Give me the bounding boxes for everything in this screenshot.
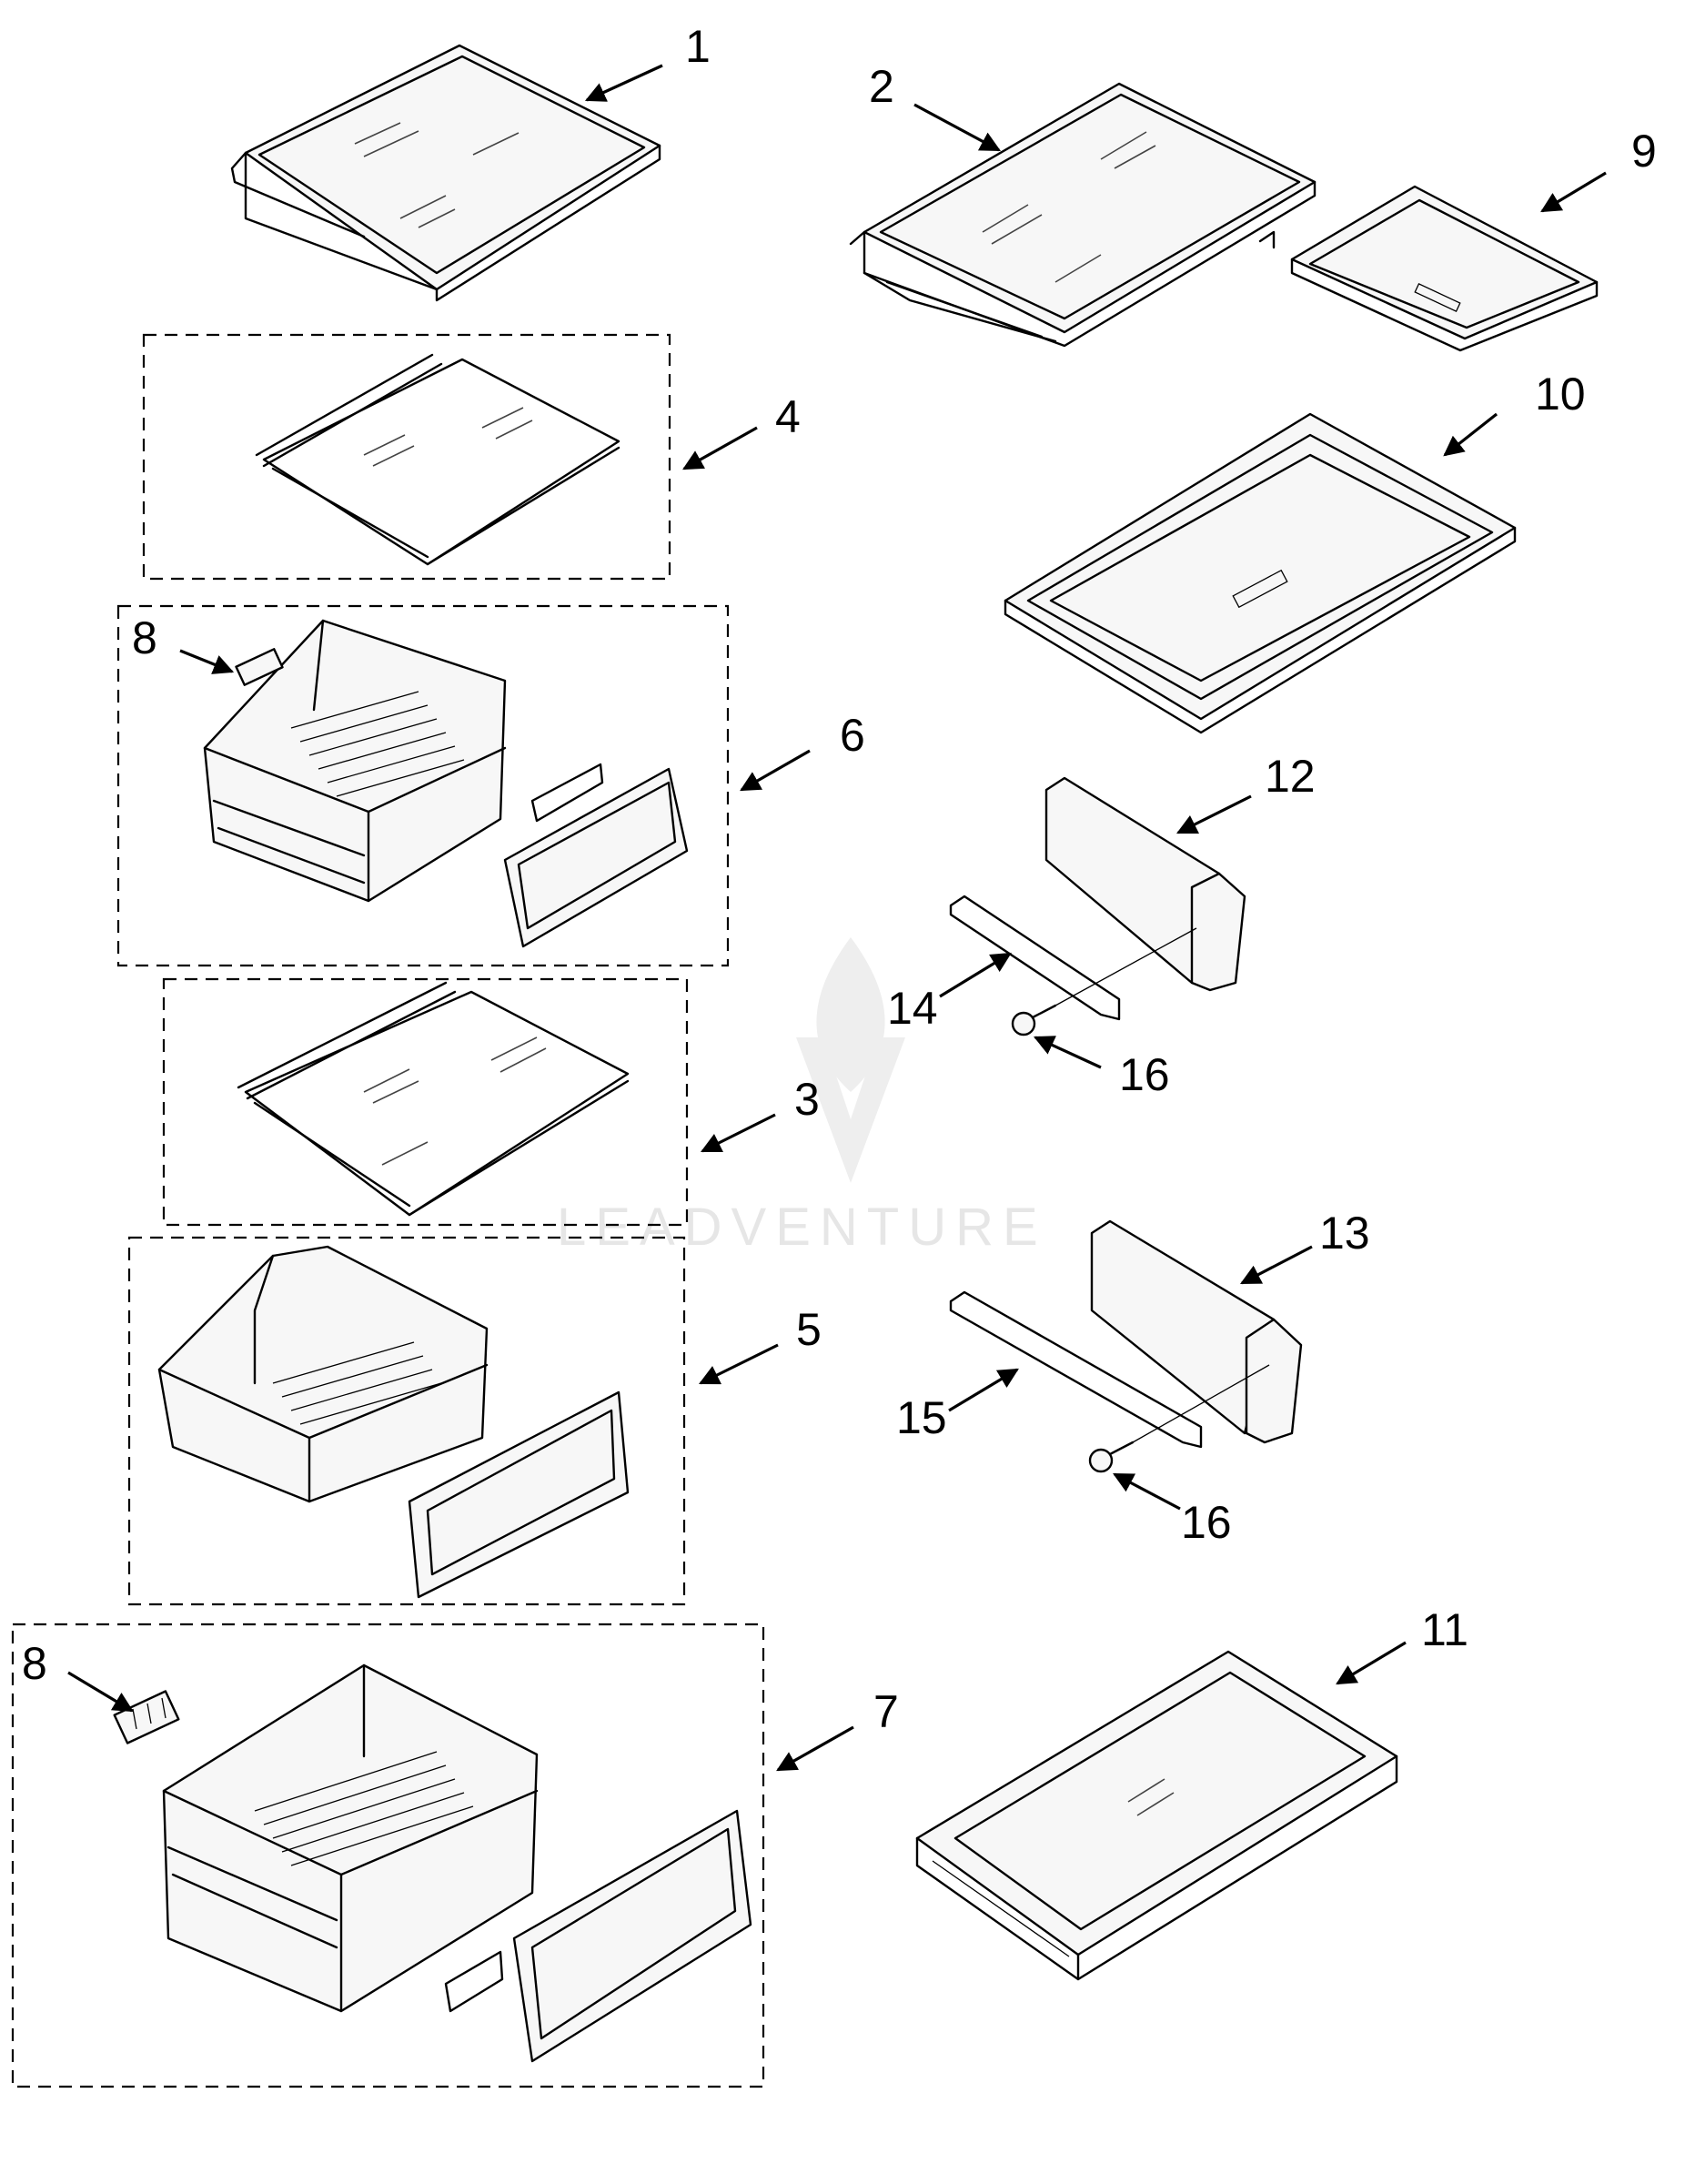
callout-8-upper: 8 — [132, 612, 157, 663]
group-box-4 — [142, 333, 671, 581]
callout-labels: 1 2 9 10 4 8 6 12 14 16 3 13 5 15 16 11 … — [22, 21, 1657, 1737]
part-8-clip-lower — [113, 1690, 180, 1744]
part-16-screw-lower — [1088, 1364, 1270, 1473]
callout-7: 7 — [873, 1686, 899, 1737]
callout-4: 4 — [775, 391, 801, 442]
callout-9: 9 — [1631, 126, 1657, 177]
callout-6: 6 — [840, 710, 865, 761]
group-box-3 — [162, 977, 689, 1227]
group-box-6 — [116, 604, 730, 967]
callout-16-lower: 16 — [1181, 1497, 1232, 1548]
watermark-text: LEADVENTURE — [557, 1198, 1047, 1257]
callout-3: 3 — [794, 1074, 820, 1125]
part-7-crisper-drawer — [162, 1663, 752, 2063]
part-14-rail — [949, 895, 1121, 1021]
part-2-slide-shelf — [849, 82, 1317, 348]
callout-15: 15 — [896, 1392, 947, 1443]
part-10-large-tray — [1004, 412, 1517, 734]
part-15-rail — [949, 1290, 1203, 1449]
callout-8-lower: 8 — [22, 1638, 47, 1689]
callout-12: 12 — [1265, 751, 1316, 802]
part-13-rail-cover — [1090, 1219, 1303, 1444]
part-16-screw-upper — [1011, 927, 1197, 1036]
callout-13: 13 — [1319, 1208, 1370, 1259]
group-box-5 — [127, 1236, 686, 1606]
part-5-deli-drawer — [157, 1245, 630, 1599]
part-4-glass-shelf — [255, 353, 620, 566]
callout-arrows — [67, 64, 1607, 1772]
callout-1: 1 — [685, 21, 711, 72]
watermark: LEADVENTURE — [557, 937, 1047, 1257]
part-12-rail-cover — [1044, 776, 1246, 992]
part-8-clip-upper — [235, 648, 284, 686]
part-1-shelf — [230, 44, 661, 302]
callout-2: 2 — [869, 61, 894, 112]
part-9-small-bin — [1290, 185, 1599, 352]
part-6-crisper-drawer — [203, 619, 689, 948]
callout-11: 11 — [1421, 1604, 1468, 1655]
callout-10: 10 — [1535, 369, 1586, 420]
callout-14: 14 — [887, 983, 938, 1034]
callout-16-upper: 16 — [1119, 1049, 1170, 1100]
part-3-glass-shelf — [237, 981, 630, 1217]
callout-5: 5 — [796, 1304, 822, 1355]
part-11-freezer-tray — [915, 1650, 1398, 1981]
